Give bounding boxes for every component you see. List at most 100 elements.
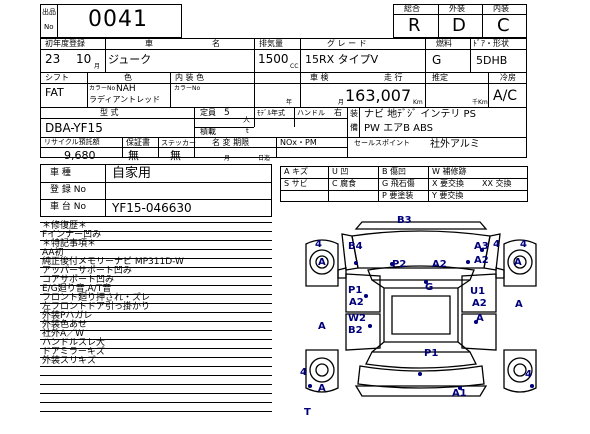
label-change-deadline: 名 変 期限 — [212, 138, 250, 147]
color-no-label: カラーNo — [89, 85, 116, 92]
note-line: 社外A／W — [42, 329, 85, 339]
legend-b: B 傷凹 — [382, 167, 407, 176]
grade-box — [393, 4, 527, 38]
damage-mark: G — [425, 282, 434, 293]
label-capacity: 定員 — [200, 108, 216, 117]
label-grade: グ レ ー ド — [327, 39, 367, 48]
damage-mark: A2 — [349, 297, 364, 308]
grade-interior: C — [497, 15, 510, 36]
air-conditioner: A/C — [493, 88, 518, 104]
damage-mark: P1 — [424, 348, 439, 359]
label-first-reg: 初年度登録 — [45, 39, 85, 48]
equipment-line-2: PW エアB ABS — [364, 123, 434, 134]
label-int-color: 内 装 色 — [175, 73, 205, 82]
label-load: 積載 — [200, 127, 216, 136]
legend-u: U 凹 — [332, 167, 349, 176]
grade-overall: R — [408, 15, 421, 36]
legend-xx: XX 交換 — [482, 179, 512, 188]
label-car: 車 — [145, 39, 153, 48]
damage-mark: A1 — [452, 388, 467, 399]
damage-mark: A3 — [474, 241, 489, 252]
inspection-month-unit: 月 — [338, 99, 345, 106]
note-line: コアサポート凹み — [42, 275, 115, 285]
note-line: 純正後付メモリーナビ MP311D-W — [42, 257, 184, 267]
recycle-fee: 9,680 — [64, 149, 96, 162]
legend-p: P 要塗装 — [382, 191, 414, 200]
label-model-year: ﾓﾃﾞﾙ年式 — [257, 109, 285, 117]
note-line: ＊修復歴＊ — [42, 221, 88, 231]
grade-label-exterior: 外装 — [449, 4, 465, 13]
capacity-unit: 人 — [243, 116, 250, 124]
label-mileage: 走 行 — [384, 73, 403, 82]
damage-mark: A2 — [472, 298, 487, 309]
damage-mark: 4 — [493, 239, 500, 250]
damage-mark: A — [318, 257, 326, 268]
month-unit: 月 — [94, 63, 101, 70]
note-line: ＊特記事項＊ — [42, 239, 97, 249]
note-line: E/G廻り音,A/T音 — [42, 284, 112, 294]
handle-value: 右 — [334, 108, 342, 117]
note-line: ハンドルスレ大 — [42, 338, 106, 348]
damage-legend — [280, 166, 528, 202]
label-ac: 冷房 — [500, 73, 516, 82]
first-reg-year: 23 — [45, 52, 61, 66]
note-line: 左フロントドア引っ掛かり — [42, 302, 151, 312]
first-reg-month: 10 — [76, 52, 92, 66]
damage-mark: U1 — [470, 286, 486, 297]
legend-s: S サビ — [284, 179, 308, 188]
label-chassis-no: 車 台 No — [50, 202, 86, 212]
label-shift: シフト — [45, 73, 69, 82]
note-line: アッパーサポート凹み — [42, 266, 132, 276]
label-registration-no: 登 録 No — [50, 185, 86, 195]
label-displacement: 排気量 — [259, 39, 283, 48]
grade-label-interior: 内装 — [493, 4, 509, 13]
damage-mark: A — [318, 321, 326, 332]
shift: FAT — [45, 86, 64, 99]
damage-mark: B3 — [397, 215, 412, 226]
damage-mark: A — [318, 383, 326, 394]
label-door-shape: ﾄﾞｱ・形状 — [473, 39, 509, 48]
damage-mark: 4 — [315, 239, 322, 250]
legend-x: X 要交換 — [432, 179, 465, 188]
capacity: 5 — [224, 108, 230, 118]
lot-number: 0041 — [88, 7, 148, 32]
label-nox: NOx・PM — [280, 138, 317, 147]
damage-mark: A — [514, 257, 522, 268]
change-month-unit: 月 — [224, 155, 231, 162]
equipment-line-1: ナビ 地ﾃﾞｼﾞ インテリ PS — [364, 109, 476, 120]
damage-mark: 4 — [300, 367, 307, 378]
label-warranty: 保証書 — [126, 138, 150, 147]
label-handle: ハンドル — [297, 109, 325, 117]
change-day-unit: 日迄 — [258, 155, 271, 162]
note-line: 外装スリキズ — [42, 356, 97, 366]
inspection-year-unit: 年 — [286, 99, 293, 106]
label-inspection: 車 検 — [310, 73, 329, 82]
color-name: ラディアントレッド — [89, 95, 161, 104]
damage-mark: P1 — [348, 285, 363, 296]
damage-mark: A — [515, 299, 523, 310]
usage: 自家用 — [112, 166, 152, 181]
legend-c: C 腐食 — [332, 179, 357, 188]
mileage: 163,007 — [345, 86, 412, 105]
lot-number-box — [40, 4, 182, 38]
label-fuel: 燃料 — [436, 39, 452, 48]
label-equip-2: 備 — [350, 123, 358, 132]
mileage-unit: Km — [413, 99, 423, 106]
damage-mark: B2 — [348, 325, 363, 336]
label-usage: 車 種 — [50, 168, 71, 178]
legend-y: Y 要交換 — [432, 191, 464, 200]
door-shape: 5DHB — [476, 54, 508, 67]
model-type: DBA-YF15 — [45, 121, 103, 135]
damage-mark: A — [476, 313, 484, 324]
label-color: 色 — [124, 73, 132, 82]
label-name: 名 — [212, 39, 220, 48]
displacement: 1500 — [258, 52, 289, 66]
grade-exterior: D — [452, 15, 466, 36]
note-line: ドアミラーキズ — [42, 347, 105, 357]
chassis-number: YF15-046630 — [112, 201, 192, 215]
note-line: Fインナー凹み — [42, 230, 102, 240]
cc-unit: CC — [290, 63, 299, 70]
lot-label-top: 出品 — [42, 8, 56, 16]
grade-label-overall: 総合 — [404, 4, 420, 13]
